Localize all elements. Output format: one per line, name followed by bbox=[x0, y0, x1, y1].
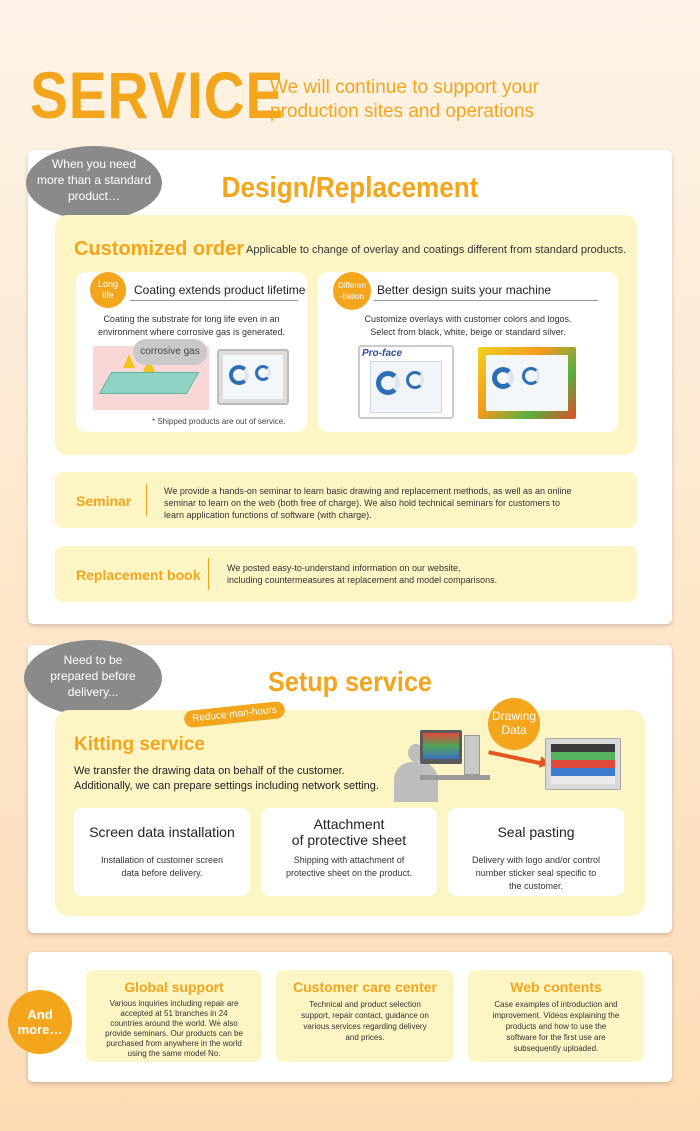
design-section-title: Design/Replacement bbox=[221, 172, 479, 204]
computer-monitor-image bbox=[420, 730, 462, 764]
drawing-data-badge: Drawing Data bbox=[488, 698, 540, 750]
gauge-icon bbox=[492, 367, 514, 389]
desk-illustration bbox=[420, 775, 490, 780]
differentiation-text: Customize overlays with customer colors … bbox=[364, 314, 572, 337]
operator-illustration bbox=[388, 744, 448, 802]
differentiation-heading: Better design suits your machine bbox=[377, 283, 552, 297]
customer-care-panel bbox=[276, 970, 454, 1062]
protective-sheet-title: Attachment of protective sheet bbox=[291, 816, 407, 848]
arrow-icon bbox=[123, 354, 135, 368]
screen-data-installation-title: Screen data installation bbox=[89, 824, 235, 840]
custom-color-hmi-image bbox=[478, 347, 576, 419]
seal-pasting-card bbox=[448, 808, 624, 896]
page-subtitle: We will continue to support your product… bbox=[270, 77, 539, 122]
and-more-badge: And more… bbox=[8, 990, 72, 1054]
circuit-board-image bbox=[98, 372, 200, 394]
seal-pasting-title: Seal pasting bbox=[497, 824, 575, 840]
gauge-icon bbox=[522, 367, 540, 385]
setup-section-title: Setup service bbox=[268, 666, 432, 697]
gas-cloud: corrosive gas bbox=[133, 339, 207, 365]
global-support-text: Various inquiries including repair are a… bbox=[105, 999, 243, 1058]
protective-sheet-text: Shipping with attachment of protective s… bbox=[285, 855, 413, 878]
seminar-panel bbox=[55, 472, 637, 528]
kitting-text: We transfer the drawing data on behalf o… bbox=[74, 765, 379, 792]
seal-pasting-text: Delivery with logo and/or control number… bbox=[471, 855, 601, 891]
divider bbox=[208, 558, 209, 590]
gauge-icon bbox=[406, 371, 424, 389]
replacement-book-text: We posted easy-to-understand information… bbox=[227, 563, 498, 585]
web-contents-panel bbox=[468, 970, 644, 1062]
customized-order-desc: Applicable to change of overlay and coat… bbox=[246, 244, 627, 256]
long-life-heading: Coating extends product lifetime bbox=[134, 283, 306, 297]
screen-data-installation-text: Installation of customer screen data bef… bbox=[100, 855, 224, 878]
customer-care-title: Customer care center bbox=[293, 979, 437, 995]
proface-hmi-image: Pro-face bbox=[358, 345, 454, 419]
setup-speech-bubble: Need to be prepared before delivery... bbox=[24, 640, 162, 716]
seminar-title: Seminar bbox=[76, 493, 132, 509]
customer-care-text: Technical and product selection support,… bbox=[301, 1000, 429, 1042]
global-support-panel bbox=[86, 970, 262, 1062]
web-contents-title: Web contents bbox=[510, 979, 602, 995]
gauge-icon bbox=[255, 365, 271, 381]
long-life-text: Coating the substrate for long life even… bbox=[97, 314, 286, 337]
replacement-book-title: Replacement book bbox=[76, 567, 201, 583]
hmi-device-image bbox=[545, 738, 621, 790]
protective-sheet-card bbox=[261, 808, 437, 896]
divider bbox=[130, 300, 298, 301]
replacement-book-panel bbox=[55, 546, 637, 602]
differentiation-badge: Differen -tiation bbox=[333, 272, 371, 310]
global-support-title: Global support bbox=[124, 979, 224, 995]
divider bbox=[146, 484, 147, 516]
seminar-text: We provide a hands-on seminar to learn b… bbox=[164, 486, 572, 520]
proface-logo: Pro-face bbox=[362, 348, 403, 359]
design-speech-bubble: When you need more than a standard produ… bbox=[26, 146, 162, 220]
computer-tower-image bbox=[464, 735, 480, 775]
web-contents-text: Case examples of introduction and improv… bbox=[492, 1000, 620, 1053]
divider bbox=[374, 300, 598, 301]
gauge-icon bbox=[229, 365, 249, 385]
long-life-badge: Long life bbox=[90, 272, 126, 308]
screen-data-installation-card bbox=[74, 808, 250, 896]
shipped-note: * Shipped products are out of service. bbox=[152, 417, 286, 426]
hmi-screen-image bbox=[217, 349, 289, 405]
customized-order-title: Customized order bbox=[74, 238, 245, 260]
kitting-title: Kitting service bbox=[74, 734, 205, 755]
page-title: SERVICE bbox=[30, 58, 285, 132]
gauge-icon bbox=[376, 371, 400, 395]
